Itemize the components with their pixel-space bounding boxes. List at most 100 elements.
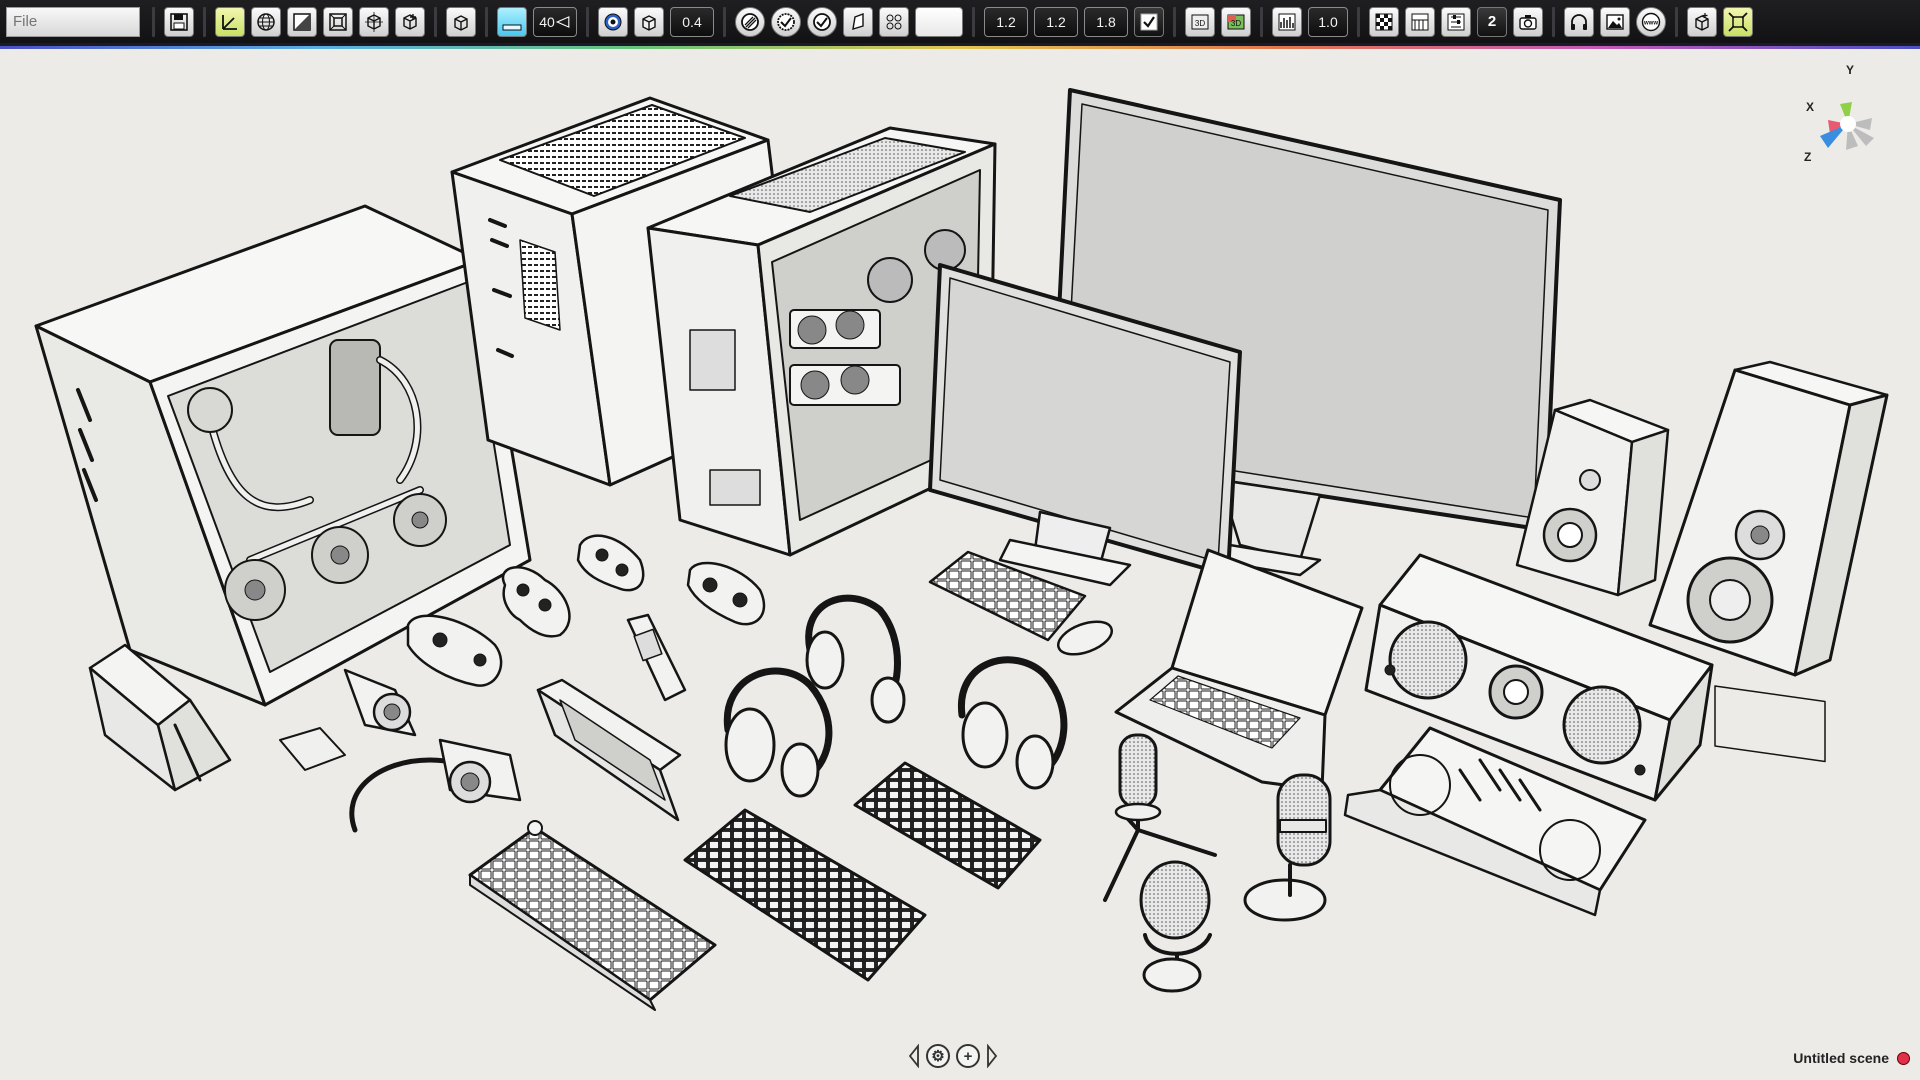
- scene-status: Untitled scene: [1793, 1050, 1910, 1066]
- scene-name: Untitled scene: [1793, 1050, 1889, 1066]
- 3d-color-icon[interactable]: 3D: [1221, 6, 1251, 37]
- fit-icon[interactable]: [1723, 6, 1753, 37]
- toolbar-separator: [485, 6, 488, 37]
- keyboard-compact[interactable]: [928, 550, 1087, 642]
- scale-y-field[interactable]: 1.2: [1034, 6, 1078, 37]
- axis-y-label: Y: [1846, 63, 1855, 77]
- console-dock[interactable]: [88, 643, 232, 792]
- scale-z-field[interactable]: 1.8: [1084, 6, 1128, 37]
- opacity-value: 0.4: [682, 13, 702, 30]
- toolbar-separator: [723, 6, 726, 37]
- checker-icon[interactable]: [1369, 6, 1399, 37]
- layer-count: 2: [1487, 13, 1497, 30]
- main-toolbar: 40 0.4 1.2 1.2 1.8 3D 3D 1.0 2 www: [0, 0, 1920, 46]
- axis-gizmo[interactable]: Y X Z: [1800, 62, 1900, 172]
- handheld-console[interactable]: [626, 613, 687, 702]
- toolbar-separator: [203, 6, 206, 37]
- axis-z-label: Z: [1804, 150, 1812, 164]
- add-button[interactable]: +: [956, 1044, 980, 1068]
- dj-controller[interactable]: [1343, 726, 1647, 917]
- www-icon[interactable]: www: [1636, 6, 1666, 37]
- histogram-icon[interactable]: [1272, 6, 1302, 37]
- scene-canvas[interactable]: [0, 49, 1920, 1080]
- axes-icon[interactable]: [215, 6, 245, 37]
- toolbar-accent-strip: [0, 46, 1920, 49]
- grid-icon[interactable]: [879, 6, 909, 37]
- headphones[interactable]: [723, 667, 833, 798]
- bar-speaker[interactable]: [1364, 553, 1714, 802]
- scale-x-field[interactable]: 1.2: [984, 6, 1028, 37]
- headphones-icon[interactable]: [1564, 6, 1594, 37]
- camera-fov-icon[interactable]: 40: [533, 6, 577, 37]
- gamepad[interactable]: [576, 534, 645, 592]
- toolbar-separator: [434, 6, 437, 37]
- switch-console[interactable]: [536, 678, 682, 822]
- settings-button[interactable]: ⚙: [926, 1044, 950, 1068]
- gamepad[interactable]: [686, 561, 766, 626]
- cube-plus-icon[interactable]: [395, 6, 425, 37]
- check-icon[interactable]: [1134, 6, 1164, 37]
- 3d-viewport[interactable]: [0, 49, 1920, 1080]
- file-input[interactable]: [6, 6, 140, 37]
- gradient-icon[interactable]: [287, 6, 317, 37]
- cube-alt-icon[interactable]: [1687, 6, 1717, 37]
- laptop[interactable]: [1114, 548, 1364, 792]
- gamepad[interactable]: [501, 566, 571, 638]
- opacity-field[interactable]: 0.4: [670, 6, 714, 37]
- gamepad-retro[interactable]: [406, 614, 503, 687]
- sky-icon[interactable]: [497, 6, 527, 37]
- light-field[interactable]: 1.0: [1308, 6, 1348, 37]
- microphone-tripod[interactable]: [1103, 733, 1217, 902]
- toolbar-separator: [972, 6, 975, 37]
- axis-x-label: X: [1806, 100, 1815, 114]
- check-circle-icon[interactable]: [771, 6, 801, 37]
- toolbar-separator: [1260, 6, 1263, 37]
- panel-icon[interactable]: [915, 6, 963, 37]
- layers-icon[interactable]: 2: [1477, 6, 1507, 37]
- camera-icon[interactable]: [1513, 6, 1543, 37]
- prev-arrow-icon[interactable]: [908, 1044, 920, 1068]
- keyboard-wireless[interactable]: [468, 820, 717, 1011]
- cube-frame-icon[interactable]: [359, 6, 389, 37]
- next-arrow-icon[interactable]: [986, 1044, 998, 1068]
- target-icon[interactable]: [598, 6, 628, 37]
- svg-text:3D: 3D: [1195, 19, 1205, 28]
- 3d-icon[interactable]: 3D: [1185, 6, 1215, 37]
- memory-card[interactable]: [279, 727, 346, 771]
- mouse[interactable]: [1054, 615, 1116, 660]
- microphone-studio[interactable]: [1243, 773, 1332, 922]
- camera[interactable]: [343, 668, 417, 737]
- scale-z-value: 1.8: [1096, 13, 1116, 30]
- box-icon[interactable]: [634, 6, 664, 37]
- toolbar-separator: [1552, 6, 1555, 37]
- prism-icon[interactable]: [843, 6, 873, 37]
- shade-icon[interactable]: [735, 6, 765, 37]
- toolbar-separator: [1675, 6, 1678, 37]
- globe-icon[interactable]: [251, 6, 281, 37]
- axis-gizmo-graphic: [1820, 102, 1874, 150]
- check-circle-icon[interactable]: [807, 6, 837, 37]
- speaker-small[interactable]: [1515, 398, 1670, 597]
- sliders-icon[interactable]: [1441, 6, 1471, 37]
- frame-icon[interactable]: [323, 6, 353, 37]
- keyboard-mechanical[interactable]: [683, 808, 927, 982]
- status-indicator-icon: [1897, 1051, 1910, 1065]
- keyboard-compact-mechanical[interactable]: [853, 761, 1042, 890]
- image-icon[interactable]: [1600, 6, 1630, 37]
- scale-x-value: 1.2: [996, 13, 1016, 30]
- headphones[interactable]: [805, 594, 906, 724]
- camera-with-strap[interactable]: [349, 738, 522, 833]
- microphone-podcast[interactable]: [1139, 860, 1212, 993]
- bottom-nav: ⚙ +: [908, 1044, 998, 1068]
- fov-value: 40: [539, 13, 555, 30]
- monitor-small[interactable]: [928, 263, 1242, 587]
- svg-text:www: www: [1643, 20, 1658, 26]
- headphones[interactable]: [958, 656, 1068, 790]
- cube-outline-icon[interactable]: [446, 6, 476, 37]
- pc-case-open[interactable]: [34, 204, 532, 707]
- speaker-tall[interactable]: [1648, 360, 1889, 763]
- toolbar-separator: [152, 6, 155, 37]
- bars-icon[interactable]: [1405, 6, 1435, 37]
- plus-icon: +: [963, 1047, 973, 1065]
- save-icon[interactable]: [164, 6, 194, 37]
